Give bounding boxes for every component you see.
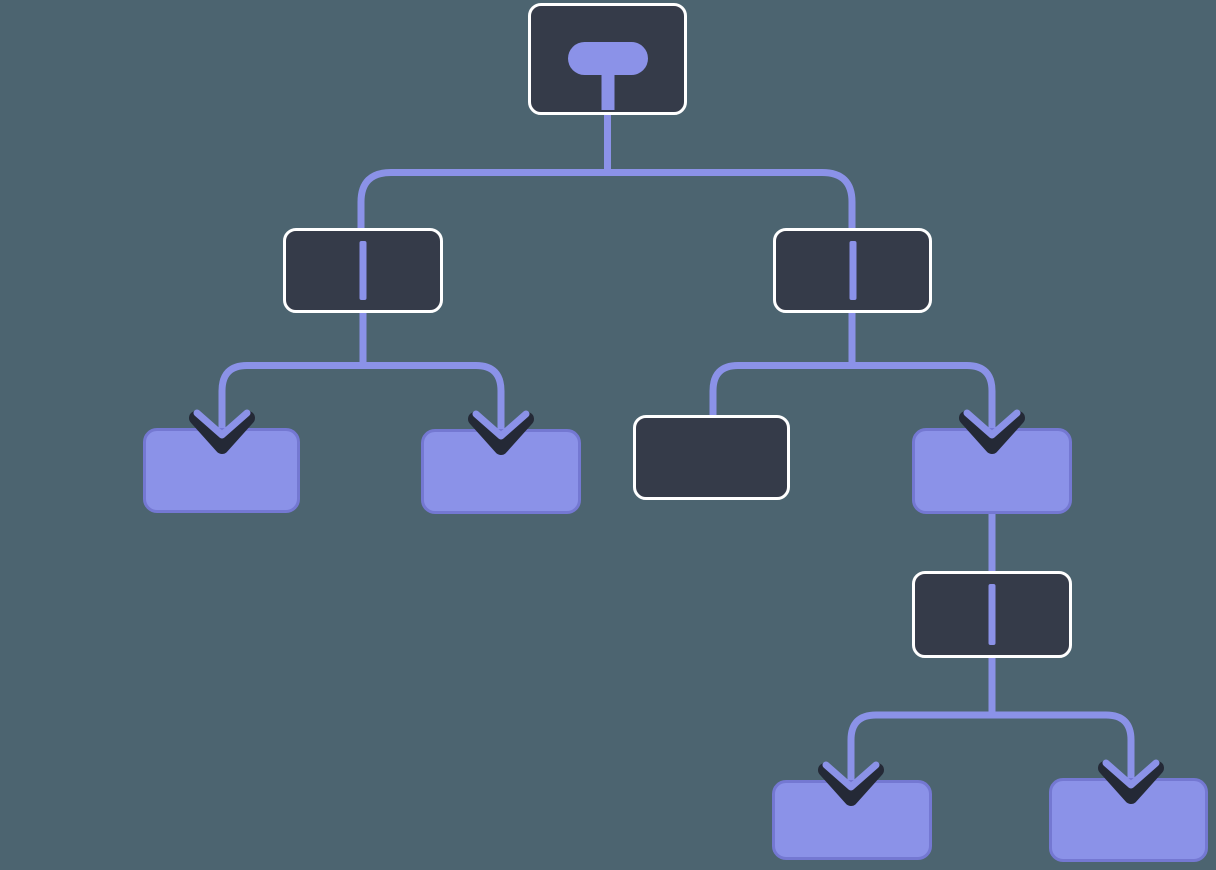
leaf-node-3[interactable] — [912, 428, 1072, 514]
vertical-line-icon — [849, 241, 856, 300]
empty-dark-node[interactable] — [633, 415, 790, 500]
branch-node-right[interactable] — [773, 228, 932, 313]
leaf-node-2[interactable] — [421, 429, 581, 514]
root-pill-stem-icon — [601, 70, 614, 110]
vertical-line-icon — [359, 241, 367, 300]
connector-branch-level-1 — [357, 169, 856, 230]
root-pill-icon — [567, 42, 648, 75]
connector-branch-level-3 — [847, 711, 1135, 786]
leaf-node-1[interactable] — [143, 428, 300, 513]
leaf-node-5[interactable] — [1049, 778, 1208, 862]
root-node[interactable] — [528, 3, 687, 115]
leaf-node-4[interactable] — [772, 780, 932, 860]
connector-branch-level-2-left — [218, 362, 505, 434]
branch-node-bottom[interactable] — [912, 571, 1072, 658]
branch-node-left[interactable] — [283, 228, 443, 313]
vertical-line-icon — [988, 584, 996, 645]
